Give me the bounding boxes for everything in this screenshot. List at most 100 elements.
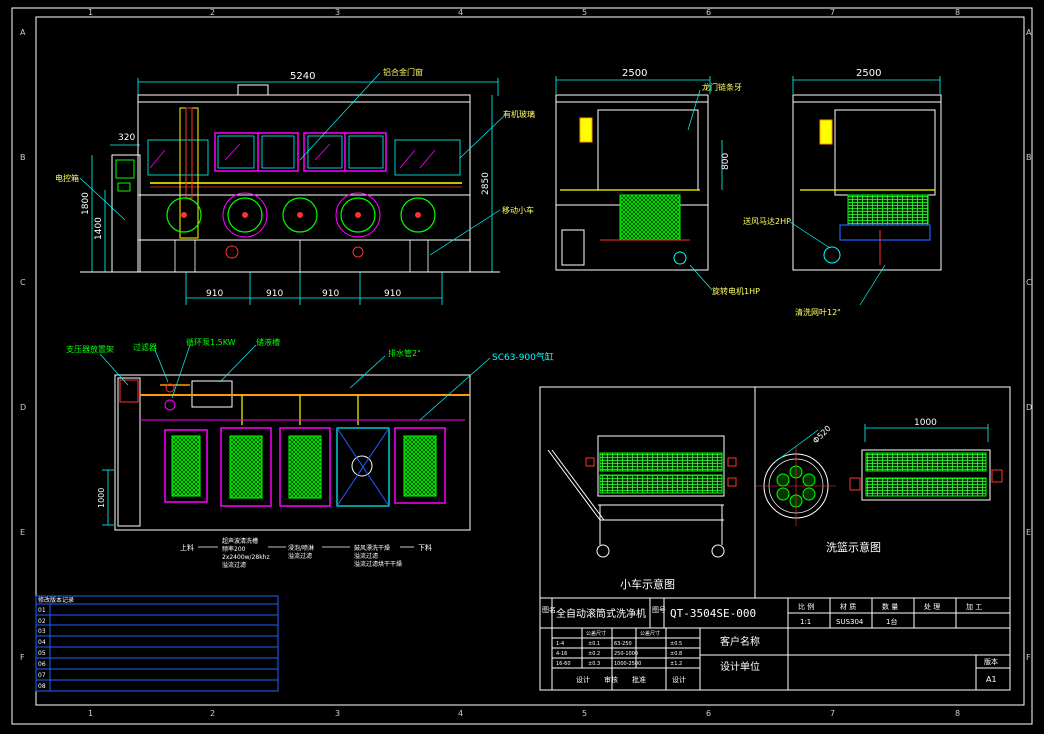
drawing-number: QT-3504SE-000: [670, 607, 756, 620]
header-process: 加 工: [966, 602, 982, 611]
left-letter: C: [20, 278, 26, 287]
process-sub: 溢流过滤: [288, 552, 312, 560]
right-letter: E: [1026, 528, 1031, 537]
revision-title: 修改版本记录: [38, 596, 74, 604]
sign-label: 设计: [576, 675, 590, 684]
tol-cell: 250-1000: [614, 651, 638, 657]
top-number: 3: [335, 8, 340, 17]
dim-basket-length: 1000: [914, 418, 937, 428]
revision-table: 修改版本记录 01 02 03 04 05 06 07 08: [35, 595, 279, 692]
top-number: 8: [955, 8, 960, 17]
right-letter: A: [1026, 28, 1032, 37]
process-step: 下料: [418, 543, 432, 552]
label-spray-leaf: 清洗网叶12": [795, 307, 841, 317]
dim-height-1800: 1800: [81, 192, 91, 215]
label-pump: 循环泵1.5KW: [186, 337, 236, 347]
revision-row: 07: [38, 672, 46, 679]
border-zone-markers: A B C D E F A B C D E F 1 2 3 4 5 6 7 8 …: [20, 8, 1032, 718]
cart-drawing: 小车示意图: [547, 435, 737, 591]
process-sub: 溢流过滤烘干干燥: [354, 560, 402, 568]
basket-end-drawing: Φ520: [756, 424, 836, 526]
tol-cell: ±1.2: [670, 661, 682, 667]
caption-cart: 小车示意图: [620, 577, 675, 591]
label-cylinder: SC63-900气缸: [492, 351, 554, 363]
label-rotary-motor: 旋转电机1HP: [712, 286, 760, 296]
tol-cell: ±0.2: [588, 651, 600, 657]
dim-side2-width: 2500: [856, 68, 881, 79]
label-version: 版本: [984, 657, 998, 666]
bottom-number: 4: [458, 709, 463, 718]
bottom-number: 2: [210, 709, 215, 718]
header-material: 材 质: [840, 602, 856, 611]
process-step: 鼓风漂洗干燥: [354, 544, 390, 552]
label-customer: 客户名称: [720, 635, 760, 648]
label-glass: 有机玻璃: [503, 109, 535, 119]
tol-header: 公差尺寸: [586, 630, 606, 637]
value-material: SUS304: [836, 618, 864, 626]
left-letter: D: [20, 403, 26, 412]
bottom-number: 7: [830, 709, 835, 718]
header-scale: 比 例: [798, 602, 814, 611]
bottom-number: 3: [335, 709, 340, 718]
top-number: 1: [88, 8, 93, 17]
revision-row: 05: [38, 650, 46, 657]
dim-spacing: 910: [322, 289, 339, 299]
label-filter: 过滤器: [133, 342, 157, 352]
tol-cell: ±0.3: [588, 661, 600, 667]
dim-plan-1000: 1000: [97, 488, 106, 508]
label-pipe-stand: 支压器放置架: [66, 344, 114, 354]
label-door-window: 铝合金门窗: [383, 67, 423, 77]
dim-basket-diameter: Φ520: [811, 424, 833, 446]
side-view-2: 2500 送风马达2HP 清洗网叶12": [743, 68, 942, 317]
top-number: 4: [458, 8, 463, 17]
basket-side-drawing: 1000 洗篮示意图: [826, 418, 1003, 554]
label-tank: 储液槽: [256, 337, 280, 347]
sign-label: 批准: [632, 675, 646, 684]
process-step: 浸泡/喷淋: [288, 544, 314, 552]
process-sub: 溢流过滤: [222, 561, 246, 569]
tol-cell: 63-250: [614, 641, 632, 647]
side-view-1: 2500 800 龙门链条牙 旋转电机1HP: [555, 68, 760, 296]
tol-cell: ±0.5: [670, 641, 682, 647]
caption-basket: 洗篮示意图: [826, 540, 881, 554]
plan-view: 1000 支压器放置架 过滤器 循环泵1.5KW 储液槽 排水管2" SC63-…: [66, 337, 554, 569]
process-sub: 2x2400w/28khz: [222, 554, 270, 561]
right-letter: B: [1026, 153, 1032, 162]
label-drain-pipe: 排水管2": [388, 348, 421, 358]
header-qty: 数 量: [882, 602, 898, 611]
right-letter: F: [1026, 653, 1031, 662]
dim-height-1400: 1400: [94, 217, 104, 240]
dim-side-width: 2500: [622, 68, 647, 79]
front-view: 5240 320 1800 1400 2850 910 910 910 910: [55, 67, 535, 305]
right-letter: C: [1026, 278, 1032, 287]
dim-total-width: 5240: [290, 71, 315, 82]
value-scale: 1:1: [800, 618, 811, 626]
label-cart: 移动小车: [502, 205, 534, 215]
left-letter: F: [20, 653, 25, 662]
tol-cell: 16-60: [556, 661, 571, 667]
version-value: A1: [986, 675, 997, 684]
label-designer: 设计单位: [720, 660, 760, 673]
process-sub: 溢流过滤: [354, 552, 378, 560]
bottom-number: 6: [706, 709, 711, 718]
revision-row: 02: [38, 618, 46, 625]
right-letter: D: [1026, 403, 1032, 412]
top-number: 7: [830, 8, 835, 17]
title-block: 图名 全自动滚筒式洗净机 图号 QT-3504SE-000 比 例 材 质 数 …: [539, 597, 1011, 691]
sign-label: 审核: [604, 675, 618, 684]
left-letter: A: [20, 28, 26, 37]
dim-spacing: 910: [266, 289, 283, 299]
header-treatment: 处 理: [924, 602, 940, 611]
tol-header: 公差尺寸: [640, 630, 660, 637]
process-flow: 上料 超声波清洗槽 频率200 2x2400w/28khz 溢流过滤 浸泡/喷淋…: [180, 537, 432, 569]
revision-row: 03: [38, 628, 46, 635]
left-letter: B: [20, 153, 26, 162]
bottom-number: 5: [582, 709, 587, 718]
tol-cell: 1-4: [556, 641, 564, 647]
tol-cell: 4-16: [556, 651, 567, 657]
process-step: 超声波清洗槽: [222, 537, 258, 545]
product-name: 全自动滚筒式洗净机: [556, 607, 646, 620]
label-fan-motor: 送风马达2HP: [743, 216, 791, 226]
process-sub: 频率200: [222, 545, 246, 553]
dim-spacing: 910: [206, 289, 223, 299]
